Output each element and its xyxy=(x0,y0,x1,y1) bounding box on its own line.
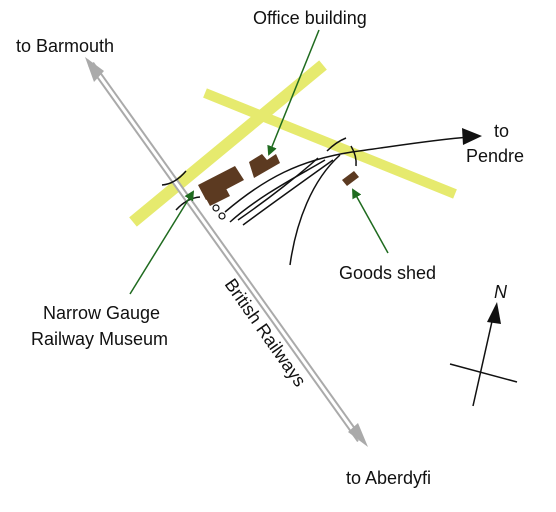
pendre-arrowhead xyxy=(462,128,482,145)
north-arrowhead xyxy=(487,302,501,324)
british-railways-line xyxy=(85,57,368,447)
label-office-building: Office building xyxy=(253,8,367,28)
turntable-marker xyxy=(218,212,226,220)
aberdyfi-arrowhead xyxy=(348,423,368,447)
north-compass xyxy=(449,307,518,407)
label-museum-1: Narrow Gauge xyxy=(43,303,160,323)
office-building xyxy=(249,154,280,178)
label-goods-shed: Goods shed xyxy=(339,263,436,283)
office-pointer-arrow xyxy=(267,29,320,156)
label-british-railways: British Railways xyxy=(221,275,310,391)
road-east xyxy=(203,88,457,199)
goods-shed-pointer-arrow xyxy=(352,188,389,254)
label-to-pendre-1: to xyxy=(494,121,509,141)
turntable-marker xyxy=(212,204,220,212)
label-to-pendre-2: Pendre xyxy=(466,146,524,166)
narrow-gauge-tracks xyxy=(224,136,471,266)
road-diagonal xyxy=(129,60,327,227)
bridge-marks xyxy=(161,137,357,211)
label-museum-2: Railway Museum xyxy=(31,329,168,349)
label-north: N xyxy=(494,282,508,302)
museum-pointer-arrow xyxy=(129,190,195,295)
goods-shed xyxy=(342,171,359,186)
museum-building xyxy=(198,166,244,206)
label-to-aberdyfi: to Aberdyfi xyxy=(346,468,431,488)
label-to-barmouth: to Barmouth xyxy=(16,36,114,56)
